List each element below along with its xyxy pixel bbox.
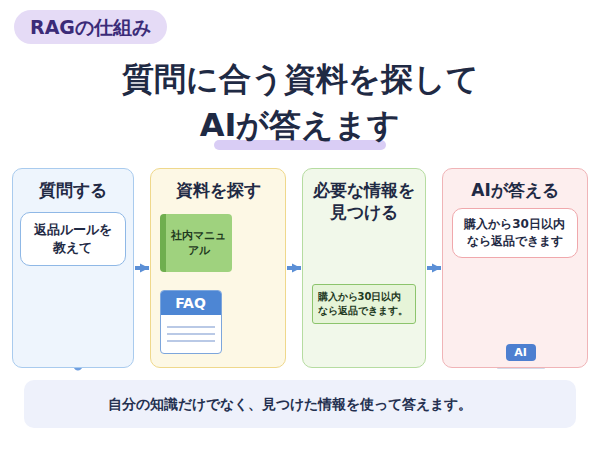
node-label: 自分の知識だけでなく、見つけた情報を使って答えます。: [108, 394, 564, 414]
node-label: 購入から30日以内なら返品できます。: [318, 290, 410, 318]
main-title: 質問に合う資料を探して AIが答えます: [110, 56, 490, 148]
card-lines: [167, 321, 215, 347]
node-label: 必要な情報を見つける: [311, 179, 417, 223]
step-panel: AIが答える購入から30日以内なら返品できます AI: [442, 168, 588, 368]
note-bar: 自分の知識だけでなく、見つけた情報を使って答えます。: [24, 380, 576, 428]
faq-card: FAQ: [160, 290, 222, 354]
highlight-box: 購入から30日以内なら返品できます。: [312, 284, 416, 324]
flow-arrow: [135, 266, 149, 270]
node-label: 返品ルールを教えて: [29, 221, 117, 257]
flow-arrow: [427, 266, 441, 270]
node-label: AIが答える: [451, 179, 579, 201]
flow-arrow: [287, 266, 301, 270]
speech-bubble: 購入から30日以内なら返品できます: [452, 208, 578, 258]
node-label: 購入から30日以内なら返品できます: [461, 216, 569, 250]
step-panel: 資料を探す社内マニュアル FAQ: [150, 168, 286, 368]
node-label: AI: [506, 345, 536, 360]
manual-book: 社内マニュアル: [160, 214, 232, 272]
step-panel: 質問する返品ルールを教えて: [12, 168, 134, 368]
node-label: 質問する: [21, 179, 125, 201]
ai-badge: AI: [506, 344, 536, 361]
card-label: FAQ: [161, 291, 221, 315]
speech-bubble: 返品ルールを教えて: [20, 212, 126, 266]
node-label: 資料を探す: [159, 179, 277, 201]
node-label: 社内マニュアル: [170, 228, 228, 258]
step-panel: 必要な情報を見つける購入から30日以内なら返品できます。: [302, 168, 426, 368]
title-pill: RAGの仕組み: [14, 10, 167, 44]
node-label: RAGの仕組み: [30, 15, 151, 39]
